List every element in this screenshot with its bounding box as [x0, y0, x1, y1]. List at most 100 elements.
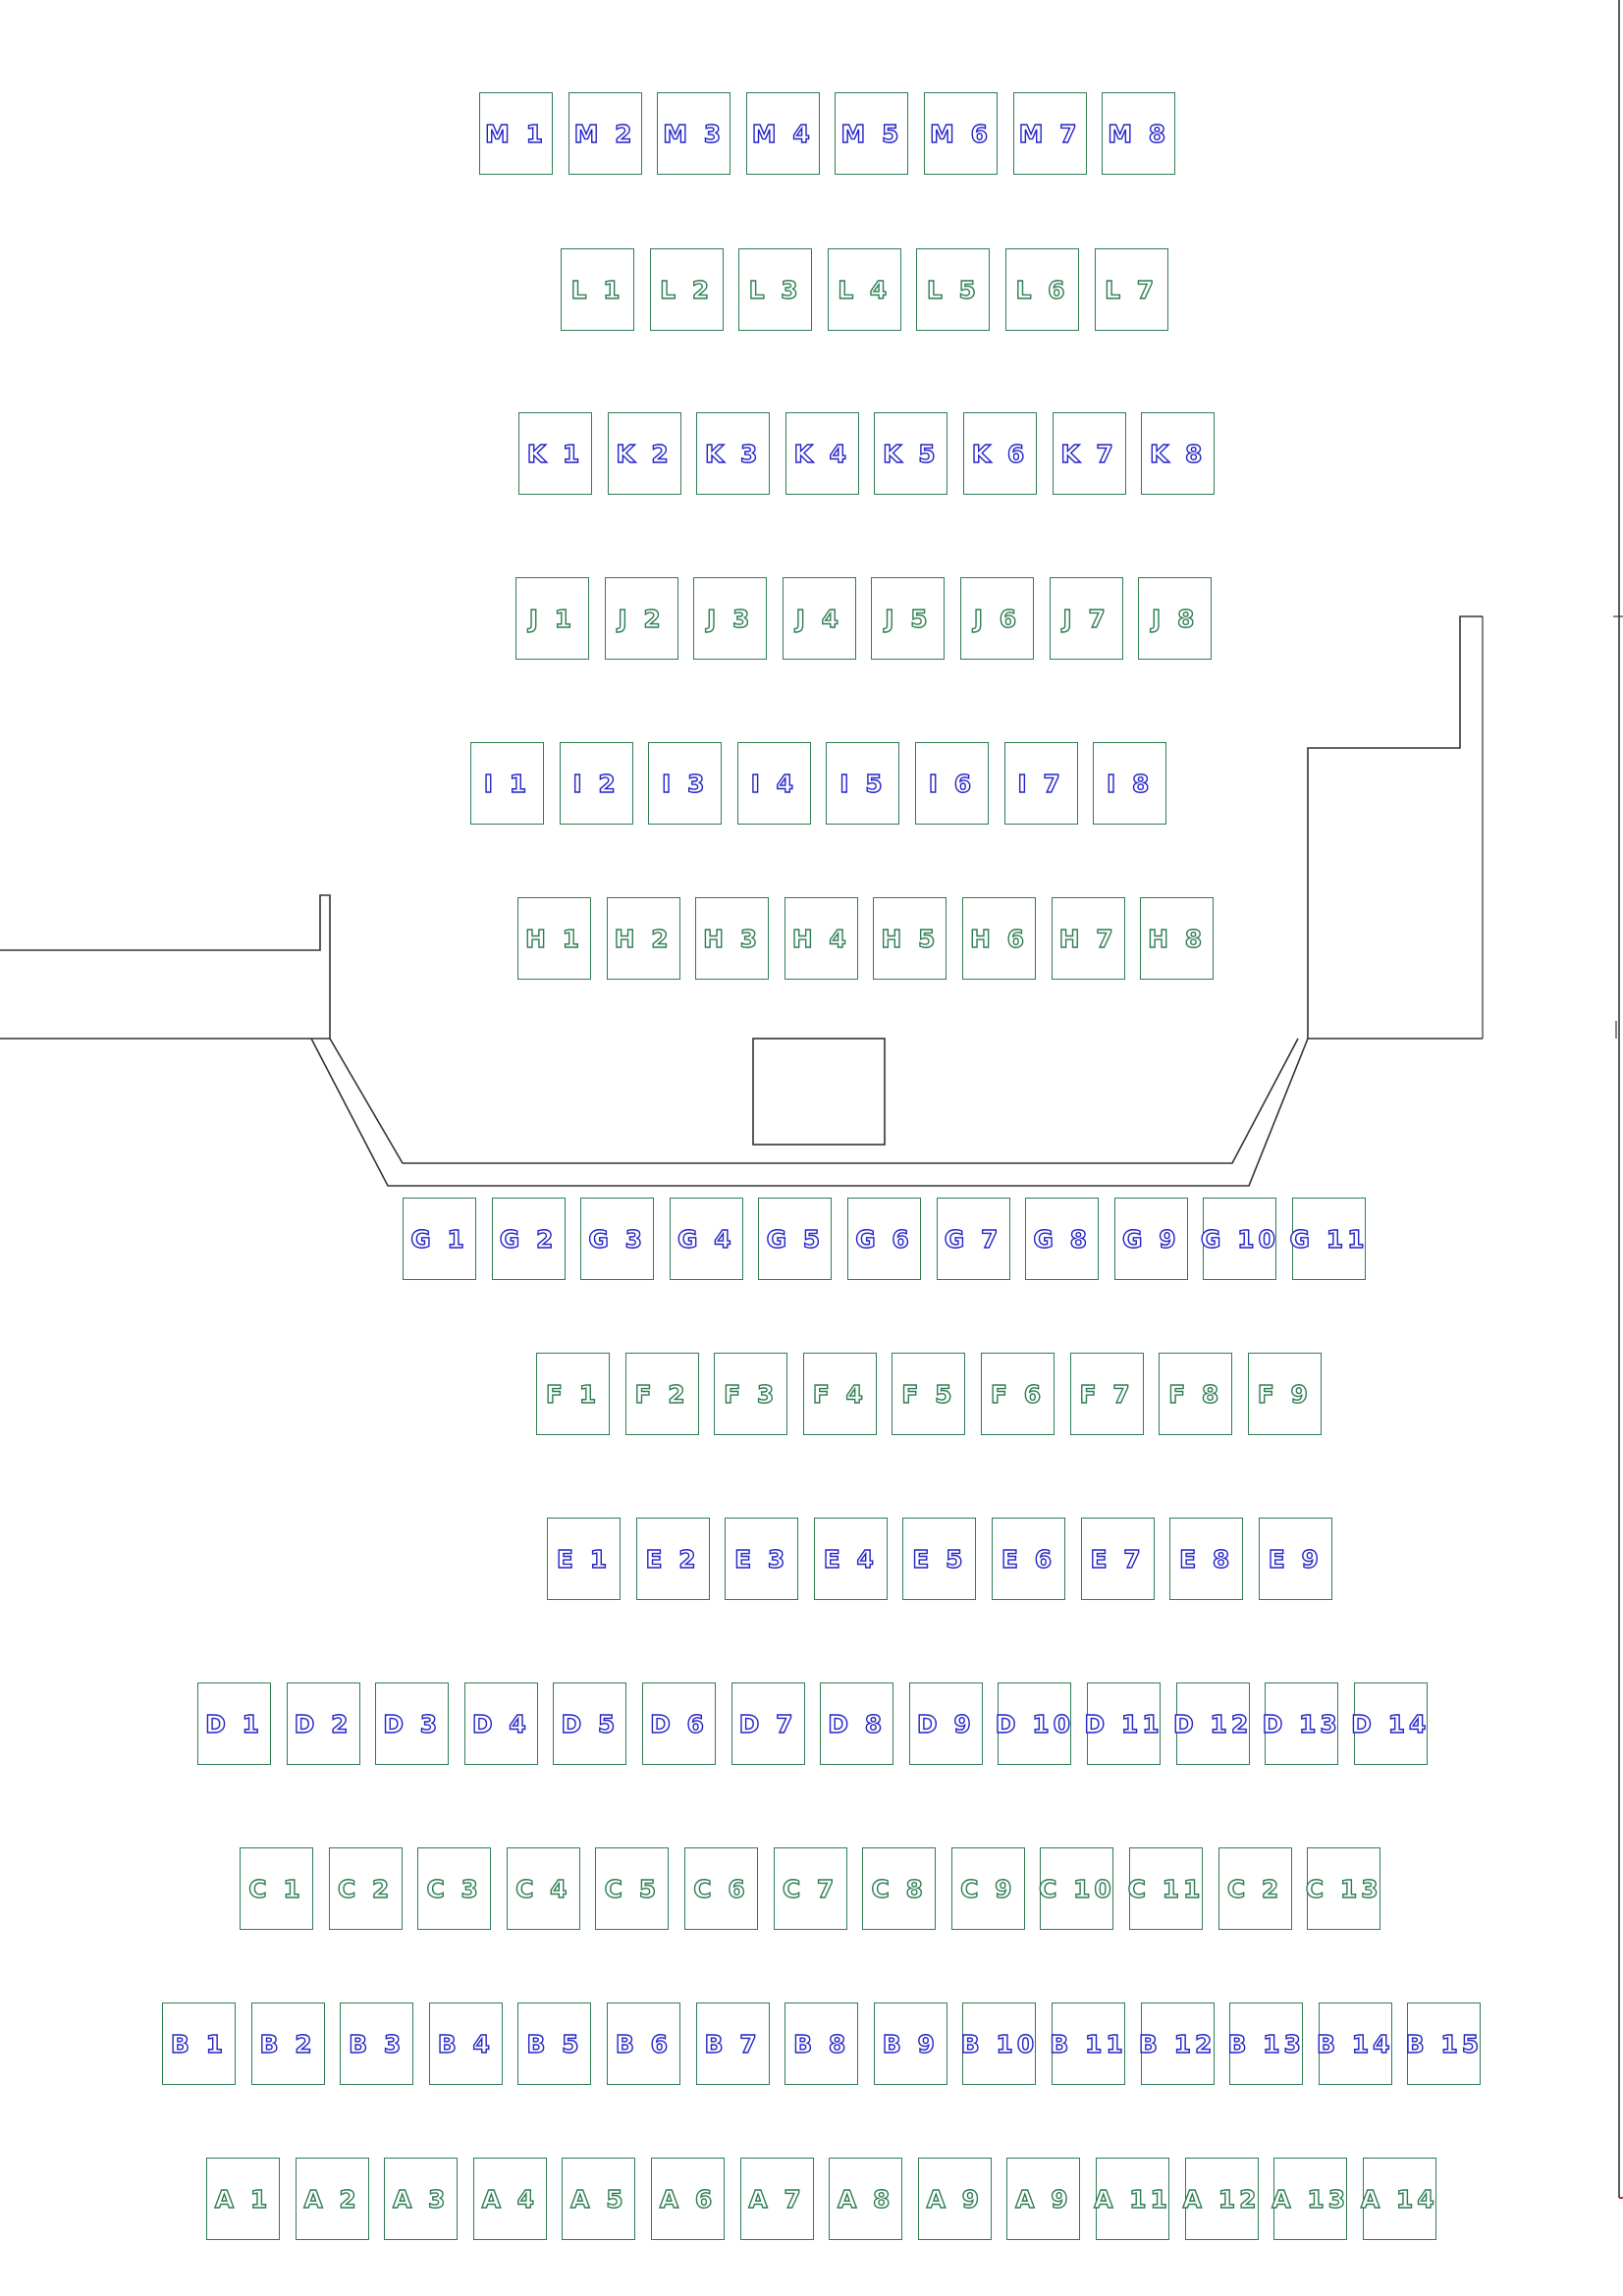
seat-a-14[interactable]: A 14 — [1360, 2158, 1436, 2240]
seat-e-2[interactable]: E 2 — [635, 1518, 710, 1600]
seat-i-1[interactable]: I 1 — [470, 742, 544, 825]
seat-f-6[interactable]: F 6 — [981, 1353, 1055, 1435]
seat-i-6[interactable]: I 6 — [915, 742, 989, 825]
seat-e-1[interactable]: E 1 — [547, 1518, 621, 1600]
seat-j-8[interactable]: J 8 — [1138, 577, 1213, 660]
seat-d-6[interactable]: D 6 — [642, 1682, 716, 1765]
seat-d-8[interactable]: D 8 — [820, 1682, 894, 1765]
seat-j-1[interactable]: J 1 — [515, 577, 589, 660]
seat-b-12[interactable]: B 12 — [1138, 2002, 1215, 2085]
seat-k-4[interactable]: K 4 — [784, 412, 859, 495]
seat-a-11[interactable]: A 11 — [1093, 2158, 1169, 2240]
seat-g-5[interactable]: G 5 — [758, 1198, 833, 1280]
seat-b-2[interactable]: B 2 — [250, 2002, 325, 2085]
seat-g-9[interactable]: G 9 — [1113, 1198, 1188, 1280]
seat-a-12[interactable]: A 12 — [1182, 2158, 1259, 2240]
seat-b-6[interactable]: B 6 — [607, 2002, 680, 2085]
seat-m-7[interactable]: M 7 — [1012, 92, 1087, 175]
seat-l-7[interactable]: L 7 — [1094, 248, 1168, 331]
seat-f-1[interactable]: F 1 — [536, 1353, 610, 1435]
seat-e-3[interactable]: E 3 — [725, 1518, 799, 1600]
seat-a-9[interactable]: A 9 — [917, 2158, 992, 2240]
seat-c-12[interactable]: C 2 — [1217, 1847, 1292, 1930]
seat-d-11[interactable]: D 11 — [1084, 1682, 1161, 1765]
seat-a-4[interactable]: A 4 — [472, 2158, 547, 2240]
seat-e-4[interactable]: E 4 — [813, 1518, 888, 1600]
seat-b-13[interactable]: B 13 — [1227, 2002, 1304, 2085]
seat-g-11[interactable]: G 11 — [1289, 1198, 1366, 1280]
seat-g-3[interactable]: G 3 — [580, 1198, 655, 1280]
seat-k-5[interactable]: K 5 — [874, 412, 948, 495]
seat-m-8[interactable]: M 8 — [1102, 92, 1176, 175]
seat-b-15[interactable]: B 15 — [1405, 2002, 1482, 2085]
seat-j-7[interactable]: J 7 — [1049, 577, 1123, 660]
seat-e-6[interactable]: E 6 — [992, 1518, 1065, 1600]
seat-d-3[interactable]: D 3 — [375, 1682, 450, 1765]
seat-m-6[interactable]: M 6 — [924, 92, 998, 175]
seat-g-4[interactable]: G 4 — [669, 1198, 743, 1280]
seat-b-11[interactable]: B 11 — [1050, 2002, 1125, 2085]
seat-i-7[interactable]: I 7 — [1003, 742, 1078, 825]
seat-a-3[interactable]: A 3 — [384, 2158, 459, 2240]
seat-f-9[interactable]: F 9 — [1247, 1353, 1322, 1435]
seat-h-3[interactable]: H 3 — [695, 897, 770, 980]
seat-b-5[interactable]: B 5 — [517, 2002, 592, 2085]
seat-h-1[interactable]: H 1 — [517, 897, 591, 980]
seat-g-8[interactable]: G 8 — [1025, 1198, 1100, 1280]
seat-d-10[interactable]: D 10 — [995, 1682, 1072, 1765]
seat-b-1[interactable]: B 1 — [162, 2002, 236, 2085]
seat-i-8[interactable]: I 8 — [1093, 742, 1167, 825]
seat-d-2[interactable]: D 2 — [286, 1682, 360, 1765]
seat-l-1[interactable]: L 1 — [561, 248, 634, 331]
seat-h-8[interactable]: H 8 — [1140, 897, 1215, 980]
seat-b-9[interactable]: B 9 — [873, 2002, 947, 2085]
seat-m-4[interactable]: M 4 — [745, 92, 820, 175]
seat-g-2[interactable]: G 2 — [491, 1198, 566, 1280]
seat-a-1[interactable]: A 1 — [206, 2158, 280, 2240]
seat-a-5[interactable]: A 5 — [562, 2158, 636, 2240]
seat-m-3[interactable]: M 3 — [657, 92, 731, 175]
seat-f-2[interactable]: F 2 — [624, 1353, 699, 1435]
seat-c-5[interactable]: C 5 — [595, 1847, 670, 1930]
seat-m-1[interactable]: M 1 — [479, 92, 553, 175]
seat-d-13[interactable]: D 13 — [1262, 1682, 1339, 1765]
seat-g-10[interactable]: G 10 — [1200, 1198, 1277, 1280]
seat-h-4[interactable]: H 4 — [784, 897, 858, 980]
seat-a-8[interactable]: A 8 — [829, 2158, 903, 2240]
seat-j-2[interactable]: J 2 — [604, 577, 678, 660]
seat-f-3[interactable]: F 3 — [714, 1353, 788, 1435]
seat-k-6[interactable]: K 6 — [963, 412, 1037, 495]
seat-k-3[interactable]: K 3 — [696, 412, 771, 495]
seat-k-8[interactable]: K 8 — [1141, 412, 1216, 495]
seat-d-14[interactable]: D 14 — [1350, 1682, 1428, 1765]
seat-f-7[interactable]: F 7 — [1069, 1353, 1144, 1435]
seat-k-7[interactable]: K 7 — [1052, 412, 1126, 495]
seat-j-5[interactable]: J 5 — [871, 577, 946, 660]
seat-e-5[interactable]: E 5 — [902, 1518, 977, 1600]
seat-c-4[interactable]: C 4 — [506, 1847, 580, 1930]
seat-b-3[interactable]: B 3 — [340, 2002, 414, 2085]
seat-j-6[interactable]: J 6 — [960, 577, 1034, 660]
seat-f-5[interactable]: F 5 — [892, 1353, 966, 1435]
seat-h-5[interactable]: H 5 — [873, 897, 947, 980]
seat-c-11[interactable]: C 11 — [1127, 1847, 1203, 1930]
seat-a-10[interactable]: A 9 — [1006, 2158, 1081, 2240]
seat-l-3[interactable]: L 3 — [738, 248, 813, 331]
seat-g-6[interactable]: G 6 — [847, 1198, 921, 1280]
seat-a-7[interactable]: A 7 — [739, 2158, 814, 2240]
seat-g-7[interactable]: G 7 — [936, 1198, 1010, 1280]
seat-c-13[interactable]: C 13 — [1305, 1847, 1381, 1930]
seat-e-9[interactable]: E 9 — [1258, 1518, 1332, 1600]
seat-c-6[interactable]: C 6 — [684, 1847, 758, 1930]
seat-k-2[interactable]: K 2 — [607, 412, 681, 495]
seat-l-5[interactable]: L 5 — [916, 248, 991, 331]
seat-d-12[interactable]: D 12 — [1172, 1682, 1250, 1765]
seat-a-13[interactable]: A 13 — [1271, 2158, 1348, 2240]
seat-b-7[interactable]: B 7 — [695, 2002, 770, 2085]
seat-h-2[interactable]: H 2 — [606, 897, 680, 980]
seat-e-8[interactable]: E 8 — [1169, 1518, 1244, 1600]
seat-l-4[interactable]: L 4 — [827, 248, 901, 331]
seat-j-3[interactable]: J 3 — [693, 577, 768, 660]
seat-e-7[interactable]: E 7 — [1080, 1518, 1155, 1600]
seat-i-2[interactable]: I 2 — [559, 742, 633, 825]
